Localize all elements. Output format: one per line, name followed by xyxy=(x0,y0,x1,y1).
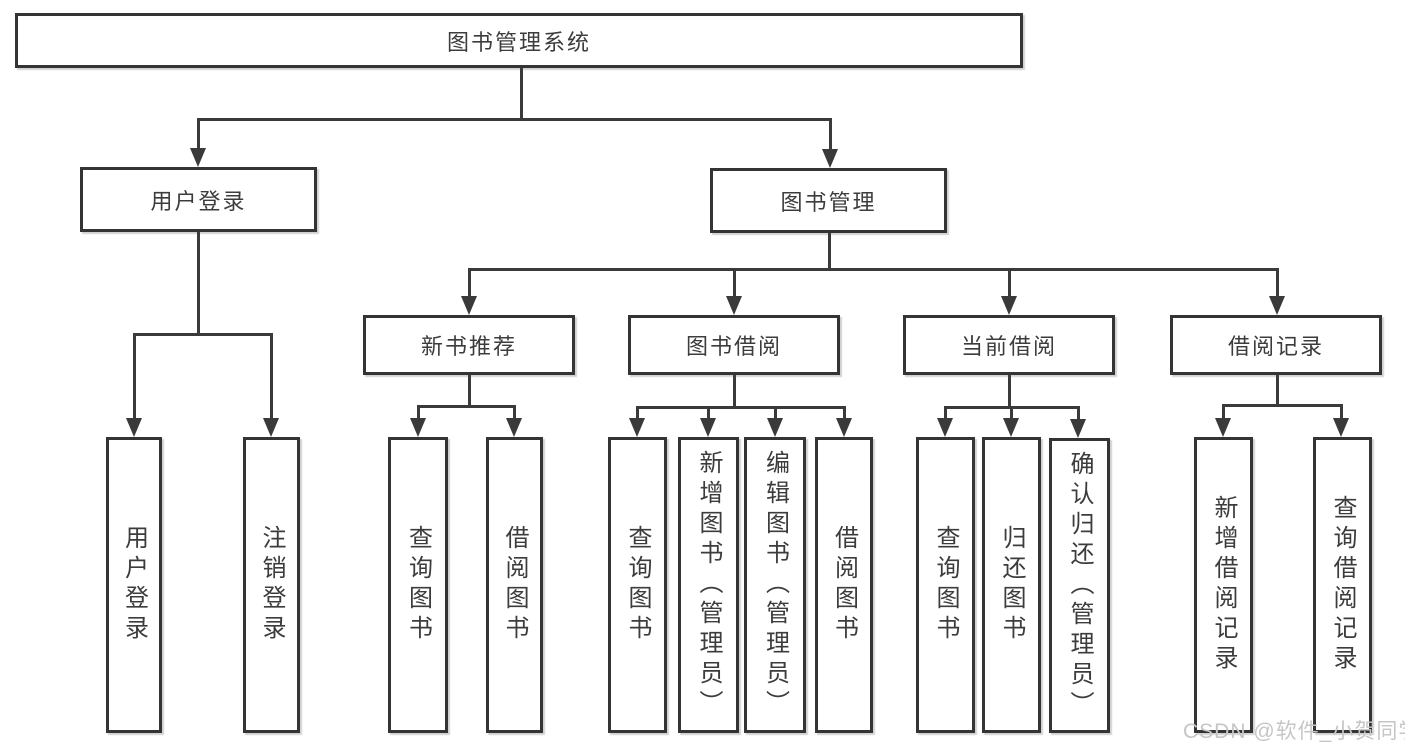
leaf-query-borrow-record-label: 查询借阅记录 xyxy=(1329,495,1356,675)
arrowhead-book-management xyxy=(822,149,838,168)
leaf-edit-books-admin: 编辑图书（管理员） xyxy=(744,437,806,733)
leaf-borrow-books: 借阅图书 xyxy=(815,437,873,733)
node-book-borrow: 图书借阅 xyxy=(628,315,840,375)
leaf-add-books-admin: 新增图书（管理员） xyxy=(678,437,739,733)
connector-level2-rail xyxy=(197,118,831,121)
connector-recommend-trunk xyxy=(468,375,471,408)
connector-to-book-management xyxy=(829,118,832,150)
connector-recommend-rail xyxy=(417,405,516,408)
connector-to-borrow-books xyxy=(843,406,846,420)
connector-current-trunk xyxy=(1008,375,1011,409)
node-current-borrow: 当前借阅 xyxy=(903,315,1115,375)
connector-to-new-book-recommend xyxy=(468,268,471,297)
leaf-recommend-query-books: 查询图书 xyxy=(388,437,448,733)
leaf-borrow-query-books: 查询图书 xyxy=(608,437,667,733)
connector-records-trunk xyxy=(1276,375,1279,407)
connector-records-rail xyxy=(1222,404,1343,407)
leaf-query-borrow-record: 查询借阅记录 xyxy=(1313,437,1372,733)
arrowhead-leaf-logout xyxy=(263,418,279,437)
connector-to-borrow-records xyxy=(1276,268,1279,297)
arrowhead-borrow-books xyxy=(836,418,852,437)
leaf-return-books-label: 归还图书 xyxy=(998,525,1025,645)
leaf-logout: 注销登录 xyxy=(243,437,300,733)
connector-book-management-trunk xyxy=(828,233,831,271)
leaf-edit-books-admin-label: 编辑图书（管理员） xyxy=(761,450,789,720)
leaf-recommend-borrow-books-label: 借阅图书 xyxy=(501,525,528,645)
arrowhead-new-book-recommend xyxy=(461,296,477,315)
connector-to-query-record xyxy=(1340,404,1343,420)
arrowhead-leaf-user-login xyxy=(126,418,142,437)
connector-to-book-borrow xyxy=(733,268,736,297)
arrowhead-current-query xyxy=(937,418,953,437)
connector-borrow-rail xyxy=(636,406,845,409)
connector-to-recommend-query xyxy=(417,405,420,420)
arrowhead-recommend-borrow xyxy=(506,418,522,437)
node-root-library-system: 图书管理系统 xyxy=(15,13,1023,68)
leaf-add-borrow-record: 新增借阅记录 xyxy=(1194,437,1253,733)
connector-to-leaf-user-login xyxy=(133,333,136,419)
leaf-borrow-query-books-label: 查询图书 xyxy=(624,525,651,645)
connector-borrow-trunk xyxy=(733,375,736,409)
connector-to-add-record xyxy=(1222,404,1225,420)
node-borrow-records: 借阅记录 xyxy=(1170,315,1382,375)
arrowhead-confirm-return xyxy=(1070,419,1086,438)
arrowhead-book-borrow xyxy=(726,296,742,315)
connector-to-user-login xyxy=(197,118,200,150)
leaf-confirm-return-admin: 确认归还（管理员） xyxy=(1049,438,1110,733)
leaf-add-borrow-record-label: 新增借阅记录 xyxy=(1210,495,1237,675)
node-book-management: 图书管理 xyxy=(710,168,947,233)
arrowhead-borrow-query xyxy=(629,418,645,437)
leaf-return-books: 归还图书 xyxy=(982,437,1041,733)
connector-to-return-books xyxy=(1010,406,1013,420)
connector-to-borrow-query xyxy=(636,406,639,420)
leaf-recommend-borrow-books: 借阅图书 xyxy=(486,437,543,733)
arrowhead-return-books xyxy=(1003,418,1019,437)
leaf-user-login: 用户登录 xyxy=(106,437,162,733)
connector-to-add-books xyxy=(707,406,710,420)
connector-to-edit-books xyxy=(774,406,777,420)
leaf-user-login-label: 用户登录 xyxy=(120,525,148,645)
connector-level3-rail xyxy=(468,268,1278,271)
arrowhead-recommend-query xyxy=(410,418,426,437)
leaf-logout-label: 注销登录 xyxy=(258,525,285,645)
connector-to-confirm-return xyxy=(1077,406,1080,420)
arrowhead-current-borrow xyxy=(1001,296,1017,315)
leaf-add-books-admin-label: 新增图书（管理员） xyxy=(695,450,722,720)
arrowhead-borrow-records xyxy=(1269,296,1285,315)
arrowhead-add-record xyxy=(1215,418,1231,437)
csdn-watermark: CSDN @软件_小贺同学 xyxy=(1183,720,1405,743)
arrowhead-query-record xyxy=(1333,418,1349,437)
arrowhead-edit-books xyxy=(767,418,783,437)
node-new-book-recommend: 新书推荐 xyxy=(363,315,575,375)
leaf-borrow-books-label: 借阅图书 xyxy=(830,525,858,645)
leaf-recommend-query-books-label: 查询图书 xyxy=(404,525,432,645)
connector-to-recommend-borrow xyxy=(513,405,516,420)
connector-user-login-rail xyxy=(133,333,273,336)
node-user-login: 用户登录 xyxy=(80,167,317,232)
arrowhead-user-login xyxy=(190,148,206,167)
leaf-current-query-books: 查询图书 xyxy=(916,437,975,733)
connector-to-leaf-logout xyxy=(270,333,273,419)
connector-user-login-trunk xyxy=(197,232,200,336)
connector-to-current-borrow xyxy=(1008,268,1011,297)
connector-to-current-query xyxy=(944,406,947,420)
leaf-confirm-return-admin-label: 确认归还（管理员） xyxy=(1066,450,1093,721)
connector-root-trunk xyxy=(520,68,523,120)
leaf-current-query-books-label: 查询图书 xyxy=(932,525,959,645)
arrowhead-add-books xyxy=(700,418,716,437)
